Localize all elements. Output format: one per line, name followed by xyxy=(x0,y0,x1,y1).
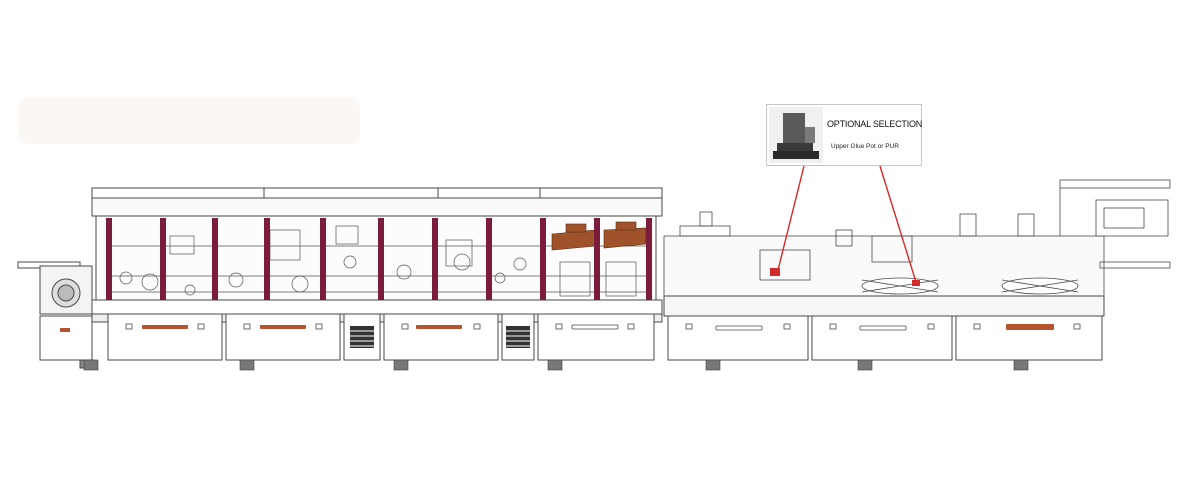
cabinet-handles xyxy=(125,323,635,330)
right-section-mechanism xyxy=(663,179,1171,297)
right-handles xyxy=(685,323,1081,331)
glue-highlight xyxy=(770,268,920,286)
callout-pointers xyxy=(777,165,917,283)
background-smudge xyxy=(18,98,360,144)
cabinets-left xyxy=(107,313,655,361)
nameplate xyxy=(1006,324,1054,330)
infeed-unit xyxy=(17,261,95,369)
callout-title: OPTIONAL SELECTION xyxy=(827,119,923,129)
machine-feet xyxy=(83,359,1029,371)
main-hood xyxy=(91,187,663,323)
label-plates xyxy=(142,325,462,329)
trimming-covers xyxy=(551,221,647,251)
callout-subtitle: Upper Glue Pot or PUR xyxy=(831,143,899,150)
frame-posts xyxy=(106,218,652,300)
right-cabinets xyxy=(663,295,1105,361)
optional-selection-callout: OPTIONAL SELECTION Upper Glue Pot or PUR xyxy=(766,104,922,166)
glue-pot-icon xyxy=(769,107,823,163)
vent-slats xyxy=(350,330,530,347)
